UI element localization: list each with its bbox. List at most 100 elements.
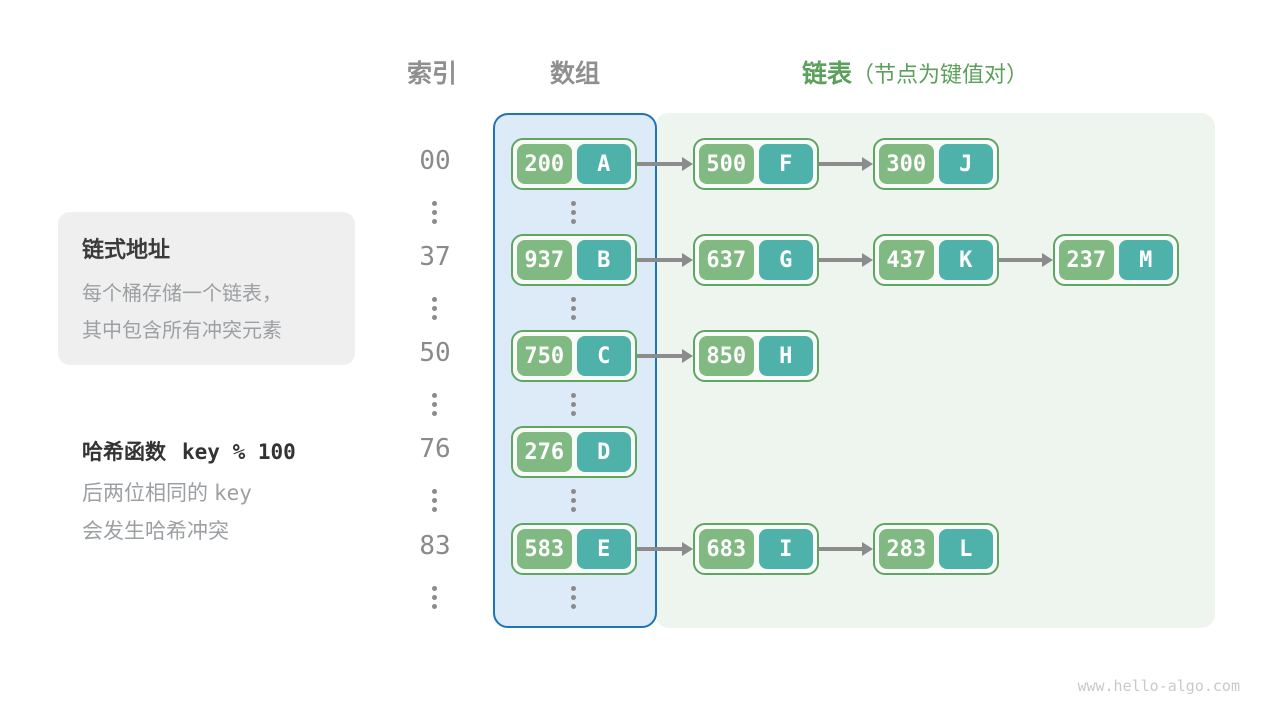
value-cell: K: [938, 240, 993, 280]
key-cell: 276: [517, 432, 572, 472]
pointer-arrow: [819, 542, 873, 556]
dot: [571, 604, 576, 609]
key-cell: 237: [1059, 240, 1114, 280]
dot: [571, 595, 576, 600]
linked-list-header: 链表（节点为键值对）: [700, 54, 1130, 90]
key-cell: 300: [879, 144, 934, 184]
ellipsis-dots: [571, 297, 576, 320]
value-cell: I: [758, 529, 813, 569]
pointer-arrow: [637, 157, 693, 171]
value-cell: A: [576, 144, 631, 184]
value-cell: E: [576, 529, 631, 569]
arrow-head: [862, 542, 873, 556]
value-cell: B: [576, 240, 631, 280]
dot: [432, 306, 437, 311]
value-cell: C: [576, 336, 631, 376]
ellipsis-dots: [432, 586, 437, 609]
arrow-head: [682, 542, 693, 556]
arrow-shaft: [637, 547, 682, 551]
key-cell: 283: [879, 529, 934, 569]
dot: [571, 210, 576, 215]
arrow-shaft: [637, 162, 682, 166]
arrow-head: [682, 349, 693, 363]
key-cell: 637: [699, 240, 754, 280]
key-cell: 500: [699, 144, 754, 184]
key-cell: 850: [699, 336, 754, 376]
arrow-shaft: [819, 162, 862, 166]
dot: [571, 507, 576, 512]
dot: [432, 219, 437, 224]
arrow-head: [1042, 253, 1053, 267]
dot: [571, 393, 576, 398]
pointer-arrow: [637, 542, 693, 556]
value-cell: H: [758, 336, 813, 376]
key-cell: 200: [517, 144, 572, 184]
site-watermark: www.hello-algo.com: [1077, 677, 1240, 695]
dot: [432, 201, 437, 206]
index-column-header: 索引: [406, 60, 457, 88]
value-cell: L: [938, 529, 993, 569]
key-cell: 437: [879, 240, 934, 280]
arrow-shaft: [819, 258, 862, 262]
index-label: 37: [419, 242, 451, 272]
pointer-arrow: [819, 157, 873, 171]
dot: [432, 498, 437, 503]
key-cell: 937: [517, 240, 572, 280]
linked-list-header-note: （节点为键值对）: [852, 62, 1029, 87]
hash-function-text: 哈希函数: [82, 441, 166, 464]
dot: [571, 489, 576, 494]
dot: [432, 315, 437, 320]
linked-list-header-title: 链表: [801, 60, 852, 88]
dot: [571, 219, 576, 224]
chaining-note-line-1: 每个桶存储一个链表，: [82, 283, 282, 305]
ellipsis-dots: [571, 393, 576, 416]
dot: [432, 210, 437, 215]
hash-function-code: key % 100: [182, 440, 296, 464]
hash-function-label: 哈希函数 key % 100: [82, 436, 296, 466]
chaining-note-line-2: 其中包含所有冲突元素: [82, 320, 282, 342]
key-cell: 583: [517, 529, 572, 569]
chaining-note-title: 链式地址: [82, 237, 171, 262]
value-cell: F: [758, 144, 813, 184]
dot: [571, 586, 576, 591]
ellipsis-dots: [432, 489, 437, 512]
hash-note-line-2: 会发生哈希冲突: [82, 520, 229, 543]
dot: [571, 315, 576, 320]
arrow-shaft: [637, 354, 682, 358]
dot: [571, 498, 576, 503]
chaining-note-box: 链式地址 每个桶存储一个链表， 其中包含所有冲突元素: [58, 212, 355, 365]
ellipsis-dots: [571, 489, 576, 512]
ellipsis-dots: [432, 393, 437, 416]
index-label: 83: [419, 531, 451, 561]
value-cell: M: [1118, 240, 1173, 280]
ellipsis-dots: [571, 201, 576, 224]
dot: [571, 411, 576, 416]
pointer-arrow: [819, 253, 873, 267]
arrow-shaft: [637, 258, 682, 262]
dot: [432, 604, 437, 609]
dot: [432, 402, 437, 407]
dot: [571, 306, 576, 311]
arrow-shaft: [819, 547, 862, 551]
key-cell: 750: [517, 336, 572, 376]
dot: [432, 595, 437, 600]
ellipsis-dots: [571, 586, 576, 609]
arrow-head: [862, 253, 873, 267]
ellipsis-dots: [432, 297, 437, 320]
hash-note-line-1-code: key: [214, 481, 252, 505]
arrow-head: [682, 253, 693, 267]
